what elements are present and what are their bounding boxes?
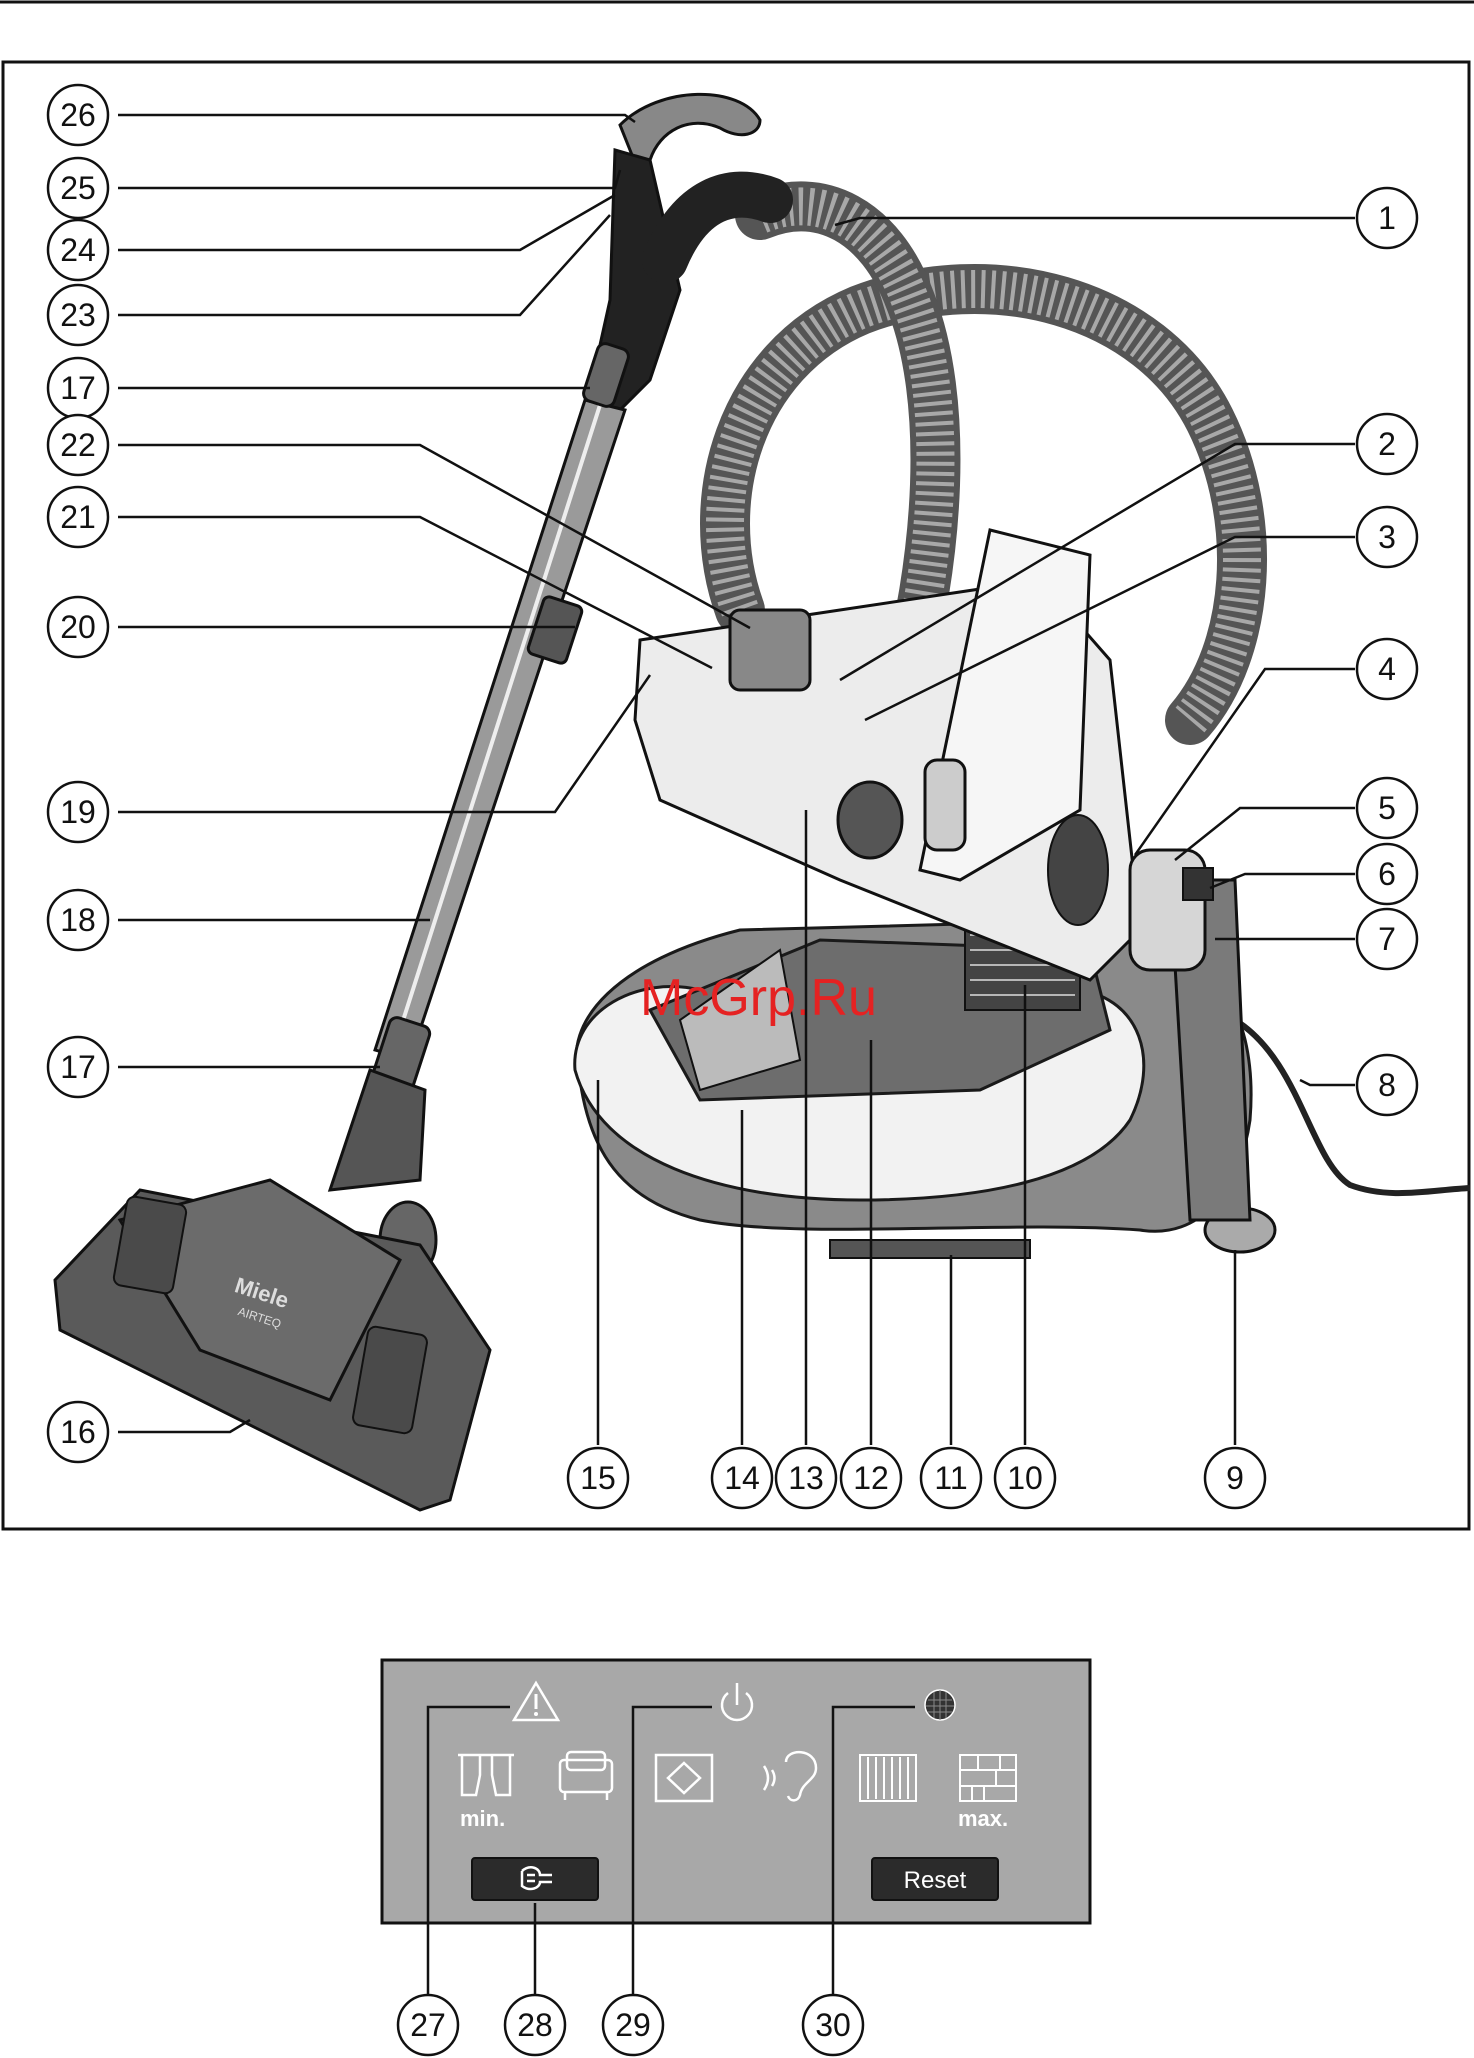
dial-knob [1183,868,1213,900]
max-label: max. [958,1806,1008,1831]
callout-3: 3 [1357,507,1417,567]
callout-5: 5 [1357,778,1417,838]
callout-15: 15 [568,1448,628,1508]
callout-1: 1 [1357,188,1417,248]
callout-number: 2 [1378,426,1396,462]
callout-10: 10 [995,1448,1055,1508]
callout-22: 22 [48,415,108,475]
upholstery-nozzle [925,760,965,850]
dusting-brush [838,782,902,858]
callout-number: 5 [1378,790,1396,826]
callout-17: 17 [48,358,108,418]
watermark: McGrp.Ru [640,969,877,1027]
callout-26: 26 [48,85,108,145]
callout-14: 14 [712,1448,772,1508]
power-cord [1235,1020,1470,1193]
callout-number: 1 [1378,200,1396,236]
callout-number: 14 [724,1460,760,1496]
callout-21: 21 [48,487,108,547]
callout-number: 27 [410,2007,446,2043]
callout-number: 29 [615,2007,651,2043]
callout-number: 10 [1007,1460,1043,1496]
callout-28: 28 [505,1995,565,2055]
hose-connector [730,610,810,690]
floorhead-neck [330,1070,425,1190]
callout-25: 25 [48,158,108,218]
callout-8: 8 [1357,1055,1417,1115]
callout-number: 18 [60,902,96,938]
callout-number: 26 [60,97,96,133]
panel-callout-circles: 27 28 29 30 [398,1995,863,2055]
vacuum-illustration: Miele AIRTEQ [55,94,1470,1510]
callout-number: 9 [1226,1460,1244,1496]
callout-number: 30 [815,2007,851,2043]
callout-number: 6 [1378,856,1396,892]
callout-13: 13 [776,1448,836,1508]
callout-11: 11 [921,1448,981,1508]
callout-number: 25 [60,170,96,206]
callout-27: 27 [398,1995,458,2055]
callout-29: 29 [603,1995,663,2055]
callout-17: 17 [48,1037,108,1097]
callout-number: 7 [1378,921,1396,957]
control-panel: min. [382,1660,1090,2010]
callout-number: 19 [60,794,96,830]
callout-2: 2 [1357,414,1417,474]
filter-icon [925,1690,955,1720]
callout-number: 24 [60,232,96,268]
callout-number: 21 [60,499,96,535]
callout-number: 13 [788,1460,824,1496]
callout-number: 16 [60,1414,96,1450]
callout-number: 28 [517,2007,553,2043]
callout-number: 4 [1378,651,1396,687]
hand-hose-button[interactable] [472,1858,598,1900]
callout-23: 23 [48,285,108,345]
callout-7: 7 [1357,909,1417,969]
callout-4: 4 [1357,639,1417,699]
reset-button-label: Reset [904,1867,967,1894]
callout-20: 20 [48,597,108,657]
reset-button[interactable]: Reset [872,1858,998,1900]
callout-9: 9 [1205,1448,1265,1508]
callout-number: 15 [580,1460,616,1496]
min-label: min. [460,1806,505,1831]
callout-number: 11 [934,1460,967,1496]
exhaust-grille [1048,815,1108,925]
callout-number: 23 [60,297,96,333]
callout-16: 16 [48,1402,108,1462]
callout-number: 3 [1378,519,1396,555]
callout-number: 17 [60,370,96,406]
callout-19: 19 [48,782,108,842]
callout-number: 20 [60,609,96,645]
telescopic-tube [375,400,625,1060]
callout-number: 17 [60,1049,96,1085]
callout-12: 12 [841,1448,901,1508]
callout-6: 6 [1357,844,1417,904]
parking-slot [830,1240,1030,1258]
callout-number: 22 [60,427,96,463]
callout-30: 30 [803,1995,863,2055]
callout-24: 24 [48,220,108,280]
callout-number: 12 [853,1460,889,1496]
callout-number: 8 [1378,1067,1396,1103]
callout-18: 18 [48,890,108,950]
